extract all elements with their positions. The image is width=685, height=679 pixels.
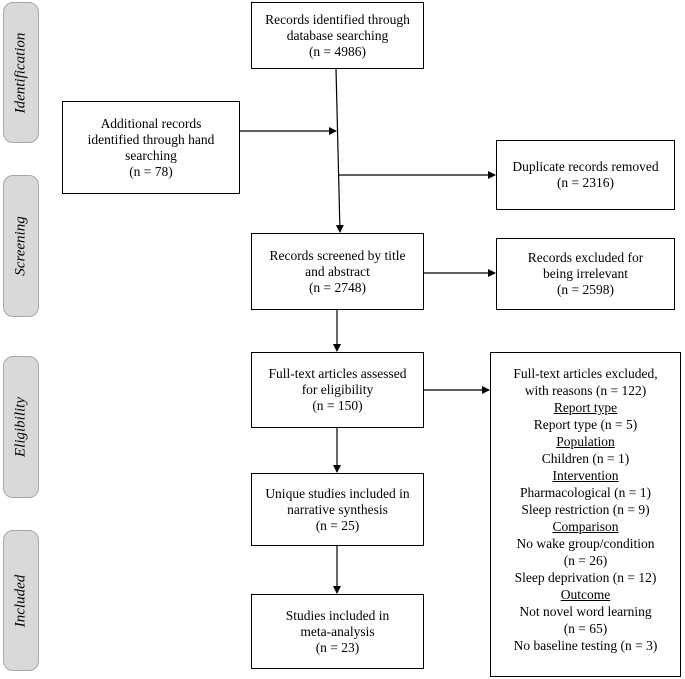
box-hand-search-records: Additional records identified through ha…	[62, 101, 240, 194]
screened-line-2: and abstract	[305, 263, 370, 279]
excluded-line-15: Not novel word learning	[519, 604, 652, 619]
excluded-line-13: Sleep deprivation (n = 12)	[514, 570, 657, 585]
excluded-line-17: No baseline testing (n = 3)	[513, 638, 658, 653]
meta-line-1: Studies included in	[285, 607, 390, 623]
excluded-heading-intervention: Intervention	[552, 468, 619, 483]
box-records-screened: Records screened by title and abstract (…	[251, 233, 424, 310]
box-meta-analysis: Studies included in meta-analysis (n = 2…	[251, 594, 424, 669]
phase-screening: Screening	[3, 175, 39, 317]
fulltext-line-2: for eligibility	[301, 382, 374, 397]
excluded-line-8: Pharmacological (n = 1)	[520, 485, 651, 500]
database-line-1: Records identified through	[265, 11, 410, 27]
box-fulltext-excluded: Full-text articles excluded, with reason…	[490, 352, 681, 677]
screened-line-1: Records screened by title	[269, 247, 406, 263]
duplicates-line-2: (n = 2316)	[556, 175, 615, 190]
screened-line-3: (n = 2748)	[308, 279, 367, 295]
excluded-heading-outcome: Outcome	[560, 587, 611, 602]
box-database-records: Records identified through database sear…	[251, 2, 424, 69]
excluded-heading-comparison: Comparison	[552, 519, 619, 534]
phase-eligibility: Eligibility	[3, 356, 39, 498]
meta-line-3: (n = 23)	[315, 639, 360, 655]
meta-line-2: meta-analysis	[300, 623, 375, 639]
fulltext-line-1: Full-text articles assessed	[268, 366, 407, 381]
narrative-line-1: Unique studies included in	[265, 485, 410, 501]
hand-line-3: searching	[125, 147, 177, 163]
irrelevant-line-1: Records excluded for	[527, 250, 644, 265]
irrelevant-line-2: being irrelevant	[542, 266, 629, 281]
excluded-line-16: (n = 65)	[563, 621, 608, 636]
fulltext-line-3: (n = 150)	[312, 398, 363, 413]
excluded-heading-report-type: Report type	[553, 400, 618, 415]
excluded-line-9: Sleep restriction (n = 9)	[521, 502, 650, 517]
excluded-line-2: with reasons (n = 122)	[524, 383, 647, 398]
excluded-line-1: Full-text articles excluded,	[513, 366, 658, 381]
excluded-line-6: Children (n = 1)	[541, 451, 630, 466]
hand-line-2: identified through hand	[87, 131, 215, 147]
narrative-line-3: (n = 25)	[315, 517, 360, 533]
excluded-line-11: No wake group/condition	[516, 536, 655, 551]
box-fulltext-assessed: Full-text articles assessed for eligibil…	[251, 352, 424, 428]
phase-identification: Identification	[3, 2, 39, 143]
arrow-database-to-screened	[335, 68, 344, 233]
database-line-3: (n = 4986)	[308, 43, 367, 59]
excluded-line-4: Report type (n = 5)	[533, 417, 638, 432]
phase-included: Included	[3, 530, 39, 671]
duplicates-line-1: Duplicate records removed	[512, 159, 659, 174]
excluded-line-12: (n = 26)	[563, 553, 608, 568]
hand-line-4: (n = 78)	[129, 163, 173, 179]
narrative-line-2: narrative synthesis	[287, 501, 388, 517]
hand-line-1: Additional records	[100, 115, 202, 131]
irrelevant-line-3: (n = 2598)	[556, 282, 615, 297]
box-narrative-synthesis: Unique studies included in narrative syn…	[251, 473, 424, 546]
box-duplicates-removed: Duplicate records removed (n = 2316)	[496, 140, 675, 210]
database-line-2: database searching	[286, 27, 389, 43]
box-excluded-irrelevant: Records excluded for being irrelevant (n…	[496, 238, 675, 310]
excluded-heading-population: Population	[556, 434, 615, 449]
